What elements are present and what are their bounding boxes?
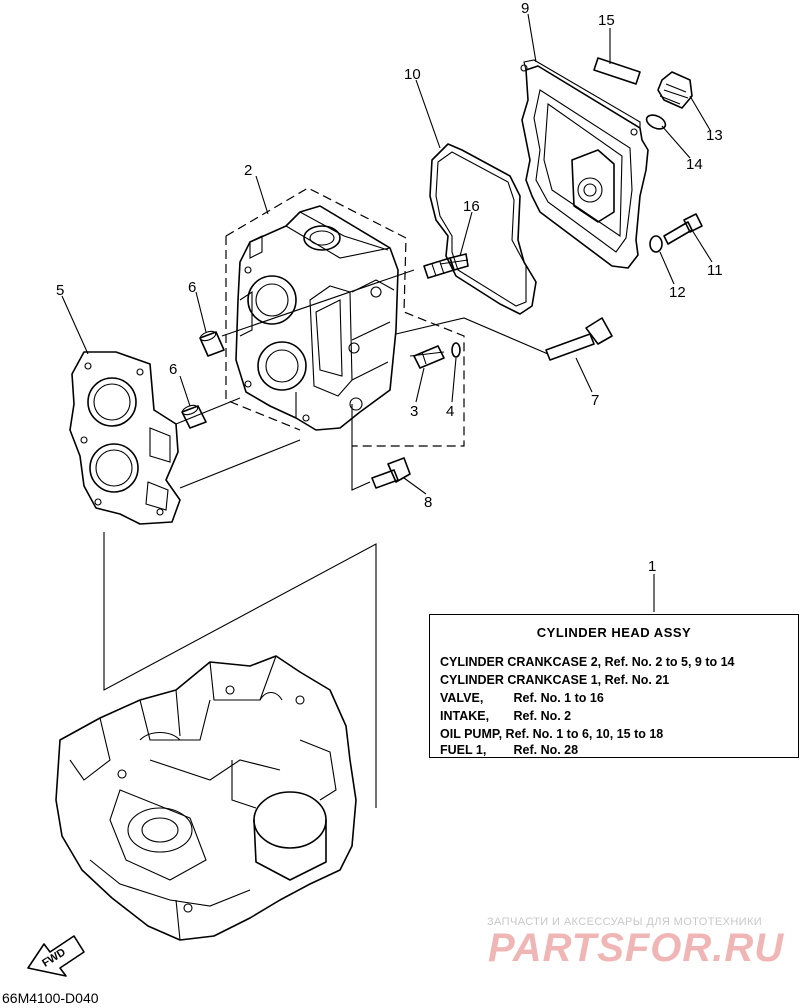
leader-lines bbox=[61, 13, 713, 612]
dowel-pin-upper-part-6 bbox=[199, 330, 225, 357]
info-row-name: VALVE, bbox=[440, 691, 484, 705]
info-row-ref: Ref. No. 28 bbox=[513, 743, 579, 757]
pipe-part-3 bbox=[413, 345, 445, 369]
info-box-title: CYLINDER HEAD ASSY bbox=[536, 625, 692, 640]
callout-4: 4 bbox=[446, 403, 454, 420]
info-row: CYLINDER CRANKCASE 2, Ref. No. 2 to 5, 9… bbox=[440, 655, 735, 669]
info-row-name: INTAKE, bbox=[440, 709, 490, 723]
cover-gasket-part-10 bbox=[429, 143, 537, 315]
washer-part-12 bbox=[649, 235, 663, 253]
label-plate-part-15 bbox=[593, 57, 641, 85]
callout-13: 13 bbox=[706, 127, 723, 144]
callout-8: 8 bbox=[424, 494, 432, 511]
cylinder-head-part-2 bbox=[225, 187, 465, 447]
washer-part-4 bbox=[451, 342, 461, 358]
callout-6-lower: 6 bbox=[169, 361, 177, 378]
info-row-ref: Ref. No. 1 to 6, 10, 15 to 18 bbox=[505, 727, 664, 741]
head-gasket-part-5 bbox=[69, 351, 181, 525]
callout-12: 12 bbox=[669, 284, 686, 301]
info-row-name: CYLINDER CRANKCASE 2, bbox=[440, 655, 602, 669]
callout-15: 15 bbox=[598, 12, 615, 29]
cylinder-block bbox=[55, 655, 357, 941]
info-row: INTAKE, Ref. No. 2 bbox=[440, 709, 571, 723]
callout-14: 14 bbox=[686, 156, 703, 173]
callout-7: 7 bbox=[591, 392, 599, 409]
info-row-ref: Ref. No. 2 to 5, 9 to 14 bbox=[604, 655, 735, 669]
info-row-name: CYLINDER CRANKCASE 1, bbox=[440, 673, 602, 687]
head-cover-part-9 bbox=[520, 59, 649, 269]
info-row-name: OIL PUMP, bbox=[440, 727, 503, 741]
assembly-info-box: CYLINDER HEAD ASSY CYLINDER CRANKCASE 2,… bbox=[429, 614, 799, 758]
watermark-logo: PARTSFOR.RU bbox=[488, 926, 785, 970]
fwd-arrow: FWD bbox=[27, 935, 85, 977]
info-row-ref: Ref. No. 2 bbox=[513, 709, 572, 723]
info-row-ref: Ref. No. 1 to 16 bbox=[513, 691, 604, 705]
callout-9: 9 bbox=[521, 0, 529, 17]
callout-3: 3 bbox=[410, 403, 418, 420]
bolt-part-7 bbox=[545, 317, 613, 361]
info-row-name: FUEL 1, bbox=[440, 743, 487, 757]
info-row: OIL PUMP, Ref. No. 1 to 6, 10, 15 to 18 bbox=[440, 727, 663, 741]
callout-11: 11 bbox=[707, 262, 723, 279]
callout-5: 5 bbox=[56, 282, 64, 299]
alignment-lines bbox=[103, 259, 549, 808]
info-row: VALVE, Ref. No. 1 to 16 bbox=[440, 691, 604, 705]
bolt-part-8 bbox=[371, 457, 411, 489]
callout-16: 16 bbox=[463, 198, 480, 215]
bolt-part-11 bbox=[663, 213, 703, 245]
info-row: CYLINDER CRANKCASE 1, Ref. No. 21 bbox=[440, 673, 669, 687]
callout-1: 1 bbox=[648, 558, 656, 575]
o-ring-part-14 bbox=[645, 114, 667, 130]
dowel-pin-lower-part-6 bbox=[181, 404, 207, 429]
callout-10: 10 bbox=[404, 66, 421, 83]
watermark-subtitle: ЗАПЧАСТИ И АКСЕССУАРЫ ДЛЯ МОТОТЕХНИКИ bbox=[487, 916, 763, 928]
drawing-code: 66M4100-D040 bbox=[2, 990, 99, 1006]
callout-6-upper: 6 bbox=[188, 279, 196, 296]
oil-filler-cap-part-13 bbox=[657, 71, 693, 109]
info-row-ref: Ref. No. 21 bbox=[604, 673, 670, 687]
callout-2: 2 bbox=[244, 162, 252, 179]
info-row: FUEL 1, Ref. No. 28 bbox=[440, 743, 578, 757]
callout-numbers: 9 15 10 13 14 16 2 11 12 5 6 6 7 3 4 8 1 bbox=[56, 0, 723, 575]
